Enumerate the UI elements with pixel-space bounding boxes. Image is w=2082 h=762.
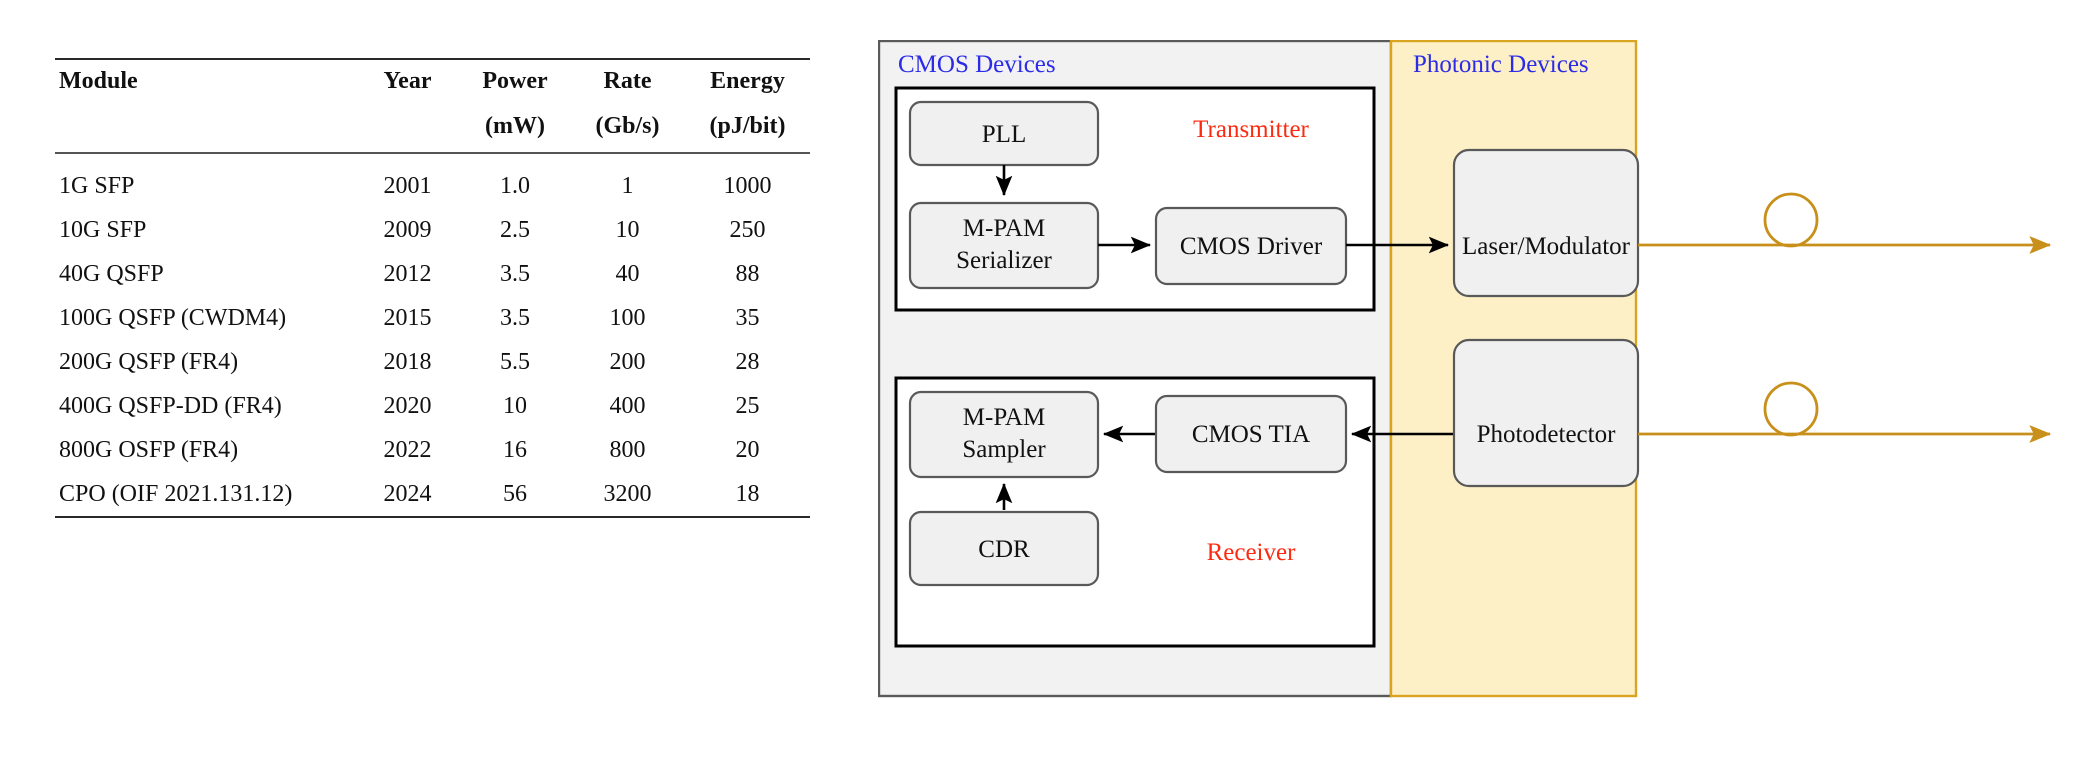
cell-module: 200G QSFP (FR4) (59, 348, 239, 375)
cell-energy: 88 (735, 260, 760, 287)
column-header-module: Module (59, 67, 138, 94)
table-bottom-rule (55, 516, 810, 519)
table-header: Module Year Power Rate Energy (mW) (Gb/s… (55, 58, 810, 153)
table-row: 800G OSFP (FR4) 2022 16 800 20 (55, 428, 810, 472)
photonic-devices-panel-title: Photonic Devices (1413, 51, 1589, 78)
pll-block-label: PLL (982, 121, 1026, 148)
module-specs-table: Module Year Power Rate Energy (mW) (Gb/s… (55, 58, 810, 519)
cell-rate: 200 (609, 348, 646, 375)
m-pam-sampler-label-line2: Sampler (962, 436, 1046, 463)
cell-year: 2024 (383, 480, 432, 507)
cell-power: 16 (503, 436, 527, 463)
module-specs-table-figure: Module Year Power Rate Energy (mW) (Gb/s… (55, 58, 810, 519)
laser-modulator-label: Laser/Modulator (1462, 233, 1631, 260)
cdr-block-label: CDR (978, 536, 1030, 563)
cell-energy: 250 (729, 216, 766, 243)
cmos-driver-label: CMOS Driver (1180, 233, 1323, 260)
cell-energy: 18 (735, 480, 760, 507)
table-units-row: (mW) (Gb/s) (pJ/bit) (55, 102, 810, 153)
cell-rate: 1 (621, 172, 634, 199)
cell-power: 3.5 (500, 304, 530, 331)
cell-power: 56 (503, 480, 527, 507)
cell-rate: 800 (609, 436, 646, 463)
photodetector-block[interactable] (1452, 338, 1640, 488)
column-unit-energy: (pJ/bit) (709, 112, 786, 139)
cell-year: 2018 (383, 348, 432, 375)
column-unit-module (55, 102, 355, 153)
table-row: 10G SFP 2009 2.5 10 250 (55, 208, 810, 252)
m-pam-sampler-label-line1: M-PAM (963, 404, 1045, 431)
cell-rate: 10 (615, 216, 640, 243)
photodetector-label: Photodetector (1477, 421, 1617, 448)
cell-year: 2001 (383, 172, 432, 199)
cell-module: 800G OSFP (FR4) (59, 436, 239, 463)
table-row: 200G QSFP (FR4) 2018 5.5 200 28 (55, 340, 810, 384)
cell-energy: 28 (735, 348, 760, 375)
receiver-section-label: Receiver (1207, 539, 1297, 566)
column-header-year: Year (383, 67, 432, 94)
column-header-energy: Energy (710, 67, 785, 94)
m-pam-serializer-label-line1: M-PAM (963, 215, 1045, 242)
cell-year: 2022 (383, 436, 432, 463)
cell-year: 2020 (383, 392, 432, 419)
table-row: 400G QSFP-DD (FR4) 2020 10 400 25 (55, 384, 810, 428)
transmit-ring-resonator-icon (1763, 192, 1819, 248)
cell-power: 10 (503, 392, 527, 419)
cell-module: 40G QSFP (59, 260, 164, 287)
cell-power: 1.0 (500, 172, 530, 199)
cell-year: 2009 (383, 216, 432, 243)
laser-modulator-block[interactable] (1452, 148, 1640, 298)
transmitter-section-label: Transmitter (1193, 116, 1309, 143)
receive-ring-resonator-icon (1763, 381, 1819, 437)
cell-energy: 20 (735, 436, 760, 463)
cell-rate: 40 (615, 260, 640, 287)
table-row: 40G QSFP 2012 3.5 40 88 (55, 252, 810, 296)
column-unit-rate: (Gb/s) (595, 112, 660, 139)
table-header-row: Module Year Power Rate Energy (55, 60, 810, 102)
table-row: CPO (OIF 2021.131.12) 2024 56 3200 18 (55, 472, 810, 517)
cell-module: 1G SFP (59, 172, 135, 199)
cdr-block[interactable] (908, 510, 1100, 587)
table-body: 1G SFP 2001 1.0 1 1000 10G SFP 2009 2.5 … (55, 152, 810, 519)
cell-rate: 100 (609, 304, 646, 331)
cmos-devices-panel-title: CMOS Devices (898, 51, 1056, 78)
m-pam-sampler-block[interactable] (908, 390, 1100, 479)
transceiver-block-diagram: CMOS Devices Photonic Devices PLL M-PAM … (878, 40, 2063, 705)
cell-module: CPO (OIF 2021.131.12) (59, 480, 293, 507)
table-row: 1G SFP 2001 1.0 1 1000 (55, 154, 810, 208)
table-row: 100G QSFP (CWDM4) 2015 3.5 100 35 (55, 296, 810, 340)
cmos-tia-label: CMOS TIA (1192, 421, 1310, 448)
cell-energy: 35 (735, 304, 760, 331)
cmos-tia-block[interactable] (1154, 394, 1348, 474)
cell-rate: 3200 (603, 480, 652, 507)
cell-power: 3.5 (500, 260, 530, 287)
column-unit-year (355, 102, 460, 153)
cell-module: 400G QSFP-DD (FR4) (59, 392, 282, 419)
column-header-rate: Rate (603, 67, 652, 94)
cell-power: 2.5 (500, 216, 530, 243)
cell-module: 10G SFP (59, 216, 147, 243)
cell-energy: 1000 (723, 172, 772, 199)
column-header-power: Power (482, 67, 548, 94)
cell-year: 2015 (383, 304, 432, 331)
column-unit-power: (mW) (485, 112, 545, 139)
cell-rate: 400 (609, 392, 646, 419)
cell-year: 2012 (383, 260, 432, 287)
cell-power: 5.5 (500, 348, 530, 375)
cell-energy: 25 (735, 392, 760, 419)
m-pam-serializer-label-line2: Serializer (956, 247, 1052, 274)
cell-module: 100G QSFP (CWDM4) (59, 304, 287, 331)
